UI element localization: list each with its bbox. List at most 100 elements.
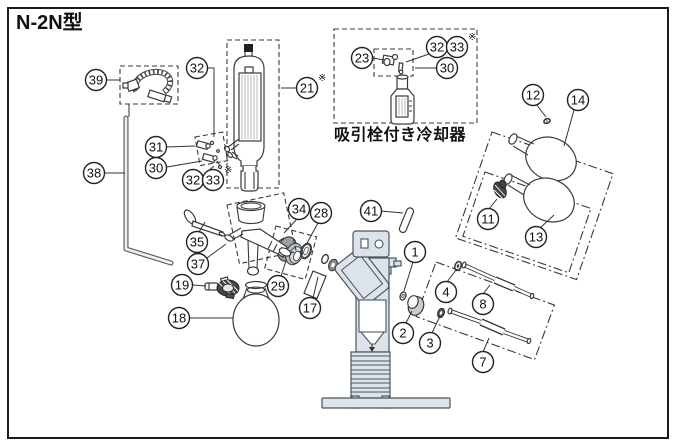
- motor-housing: [334, 248, 390, 306]
- svg-text:32: 32: [430, 40, 444, 55]
- callout-8: 8: [471, 292, 495, 316]
- callout-32: 32: [181, 168, 205, 192]
- asterisk-mark: ※: [468, 32, 476, 43]
- control-knob: [374, 239, 384, 249]
- condenser-cap: [244, 44, 253, 52]
- flask-14-drawing: [508, 133, 577, 182]
- svg-text:23: 23: [355, 51, 369, 66]
- svg-text:38: 38: [87, 166, 101, 181]
- callout-39: 39: [84, 68, 108, 92]
- washer-1-drawing: [399, 291, 407, 301]
- adapter-drawing: [183, 192, 297, 276]
- page-title: N-2N型: [16, 11, 83, 34]
- callout-34: 34: [287, 197, 311, 221]
- callout-28: 28: [309, 201, 333, 225]
- callout-30: 30: [144, 156, 168, 180]
- svg-text:28: 28: [314, 206, 328, 221]
- base-plate: [321, 397, 451, 409]
- svg-text:35: 35: [190, 235, 204, 250]
- ribbed-column: [350, 351, 391, 399]
- drain-tube-drawing: [123, 115, 174, 266]
- callout-11: 11: [476, 207, 500, 231]
- joint-clip-11-drawing: [493, 179, 507, 200]
- clip-19-drawing: [204, 276, 240, 300]
- vapor-tubes-drawing: [399, 260, 556, 361]
- callout-38: 38: [82, 161, 106, 185]
- svg-text:39: 39: [89, 73, 103, 88]
- callout-4: 4: [434, 280, 458, 304]
- callout-21: 21 ※: [295, 73, 326, 100]
- svg-text:19: 19: [175, 278, 189, 293]
- svg-text:8: 8: [479, 297, 486, 312]
- svg-text:33: 33: [206, 173, 220, 188]
- callout-14: 14: [566, 88, 590, 112]
- asterisk-mark: ※: [224, 165, 232, 176]
- hose-clamp-drawing: [119, 65, 179, 105]
- callout-23: 23: [350, 46, 374, 70]
- plug-35-drawing: [183, 209, 226, 237]
- callout-7: 7: [471, 350, 495, 374]
- callout-41: 41: [359, 199, 383, 223]
- receiving-flasks-drawing: [454, 117, 614, 281]
- main-unit-drawing: [321, 230, 451, 409]
- callout-33: 33 ※: [201, 165, 232, 192]
- svg-text:31: 31: [149, 140, 163, 155]
- svg-text:3: 3: [426, 336, 433, 351]
- rod-41-drawing: [398, 207, 415, 234]
- column-window: [358, 299, 387, 333]
- callout-1: 1: [403, 240, 427, 264]
- condenser-drawing: [223, 39, 280, 192]
- svg-text:37: 37: [191, 257, 205, 272]
- svg-text:30: 30: [149, 161, 163, 176]
- callout-32: 32: [185, 56, 209, 80]
- inset-inner-dashed-box: [373, 48, 414, 77]
- flask-18-drawing: [232, 280, 280, 347]
- callout-18: 18: [167, 306, 191, 330]
- callout-2: 2: [391, 321, 415, 345]
- inset-label: 吸引栓付き冷却器: [334, 125, 467, 144]
- callout-37: 37: [186, 252, 210, 276]
- oring-28-drawing: [299, 242, 313, 260]
- callout-30: 30: [435, 56, 459, 80]
- svg-text:12: 12: [526, 88, 540, 103]
- callout-32: 32: [425, 35, 449, 59]
- svg-text:41: 41: [364, 204, 378, 219]
- drain-funnel: [359, 331, 386, 345]
- callout-3: 3: [418, 331, 442, 355]
- diagram-border: [7, 7, 669, 439]
- asterisk-mark: ※: [318, 73, 326, 84]
- leader-lines: [105, 53, 575, 353]
- svg-text:7: 7: [479, 355, 486, 370]
- callout-17: 17: [298, 296, 322, 320]
- control-head: [352, 230, 390, 258]
- callout-19: 19: [170, 273, 194, 297]
- svg-text:13: 13: [529, 230, 543, 245]
- callout-35: 35: [185, 230, 209, 254]
- svg-text:17: 17: [303, 301, 317, 316]
- svg-text:30: 30: [440, 61, 454, 76]
- callout-13: 13: [524, 225, 548, 249]
- flask-13-drawing: [503, 173, 575, 223]
- tube-7-drawing: [447, 307, 532, 345]
- svg-text:4: 4: [442, 285, 449, 300]
- svg-text:14: 14: [571, 93, 585, 108]
- rotary-seal-2-drawing: [407, 295, 425, 316]
- inset-condenser-drawing: [390, 74, 415, 125]
- oring-12-drawing: [543, 117, 551, 125]
- svg-text:34: 34: [292, 202, 306, 217]
- inset-stopcock-drawing: [381, 53, 404, 75]
- callout-33: 33※: [445, 32, 476, 59]
- adapter-dashed-box: [226, 192, 297, 265]
- svg-text:1: 1: [411, 245, 418, 260]
- gasket-4-drawing: [454, 260, 462, 272]
- callout-12: 12: [521, 83, 545, 107]
- svg-text:11: 11: [481, 212, 495, 227]
- callout-31: 31: [144, 135, 168, 159]
- svg-text:21: 21: [300, 81, 314, 96]
- tube-8-drawing: [461, 261, 535, 300]
- stopcock-parts-drawing: [194, 131, 229, 170]
- svg-text:32: 32: [190, 61, 204, 76]
- svg-text:29: 29: [271, 279, 285, 294]
